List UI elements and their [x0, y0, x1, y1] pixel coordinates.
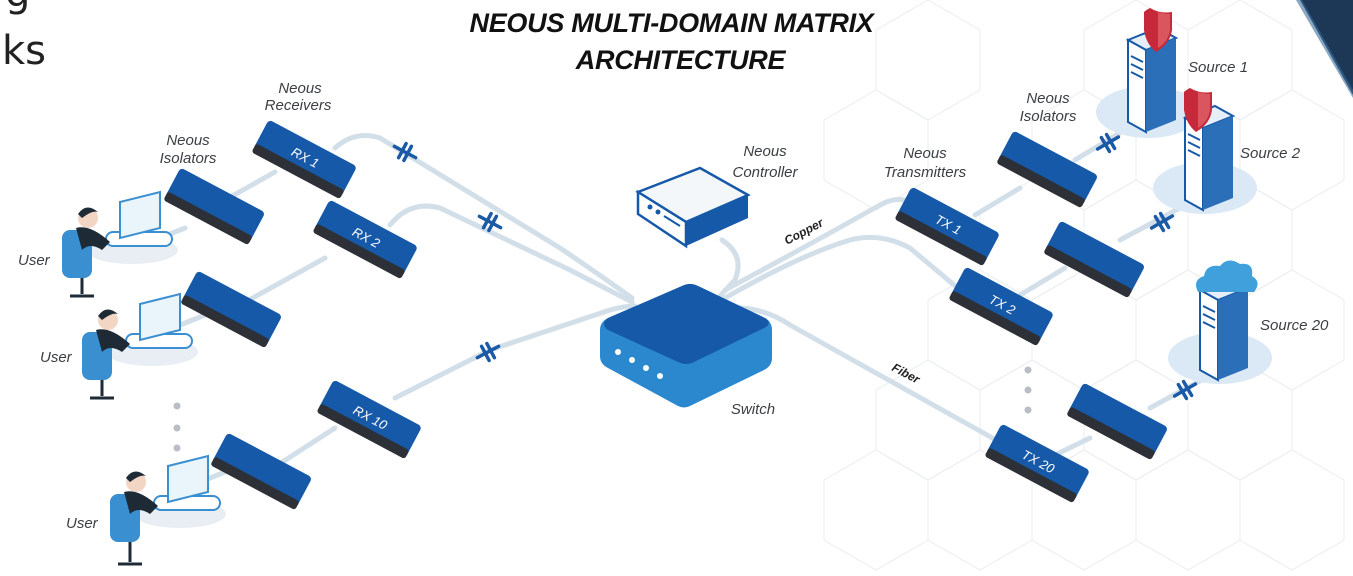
receivers-label: Neous [278, 80, 322, 97]
user-label: User [66, 515, 99, 532]
diagram-title: NEOUS MULTI-DOMAIN MATRIX [469, 8, 874, 38]
cable-controller-switch [717, 237, 741, 299]
hex-background [823, 0, 1345, 571]
transmitters-label: Neous [903, 145, 947, 162]
cable-tx2-isolator2 [1017, 265, 1068, 298]
cable-tx1-isolator1 [972, 185, 1023, 218]
cable-isolator1-rx1 [222, 169, 278, 203]
user-workstation-icon [62, 190, 178, 298]
cable-rx2-switch [387, 203, 635, 305]
rx-device: RX 2 [313, 200, 417, 279]
cropped-heading-fragment: ks [2, 28, 47, 74]
source-label: Source 2 [1240, 145, 1301, 162]
user-label: User [40, 349, 73, 366]
cables [162, 125, 1208, 491]
source-label: Source 1 [1188, 59, 1248, 76]
isolators-left-label: Neous [166, 132, 210, 149]
controller-label: Controller [732, 164, 798, 181]
isolators-left-label: Isolators [160, 150, 217, 167]
cable-rx1-switch [332, 133, 635, 301]
tx-device: TX 1 [895, 187, 999, 266]
cloud-icon [1196, 260, 1258, 292]
fiber-connector-icon [1172, 379, 1198, 401]
fiber-connector-icon [1095, 132, 1121, 154]
user-workstation-icon [110, 454, 226, 566]
isolators-right-label: Neous [1026, 90, 1070, 107]
isolator-device [997, 131, 1097, 208]
isolator-device [164, 168, 264, 245]
transmitters-label: Transmitters [884, 164, 967, 181]
user-workstation-icon [82, 292, 198, 400]
fiber-connector-icon [477, 211, 503, 233]
rx-device: RX 10 [317, 380, 421, 459]
fiber-connector-icon [475, 341, 501, 363]
copper-label: Copper [782, 215, 827, 248]
isolator-device [1044, 221, 1144, 298]
rx-device: RX 1 [252, 120, 356, 199]
cable-isolator2-rx2 [237, 255, 328, 308]
controller-label: Neous [743, 143, 787, 160]
user-label: User [18, 252, 51, 269]
shield-icon [1144, 8, 1172, 52]
isolator-device [1067, 383, 1167, 460]
cable-tx20-isolator3 [1052, 435, 1093, 458]
fiber-connector-icon [1149, 211, 1175, 233]
cropped-heading-fragment: g [5, 0, 30, 16]
receivers-label: Receivers [265, 97, 332, 114]
shield-icon [1184, 88, 1212, 132]
diagram-title: ARCHITECTURE [575, 45, 786, 75]
tx-device: TX 2 [949, 267, 1053, 346]
server-icon [1197, 276, 1251, 382]
isolator-device [211, 433, 311, 510]
fiber-connectors [392, 132, 1198, 401]
switch-label: Switch [731, 401, 775, 418]
fiber-connector-icon [392, 141, 418, 163]
source-label: Source 20 [1260, 317, 1329, 334]
ellipsis-dots [173, 366, 1032, 452]
isolators-right-label: Isolators [1020, 108, 1077, 125]
cable-isolator2-source2 [1117, 205, 1183, 243]
controller-device [635, 166, 751, 249]
isolator-device [181, 271, 281, 348]
tx-device: TX 20 [985, 424, 1089, 503]
cable-switch-tx2 [722, 234, 963, 301]
cable-switch-tx1 [722, 197, 918, 293]
cable-rx10-switch [392, 303, 638, 401]
switch-device [600, 284, 772, 408]
cable-user2-isolator [177, 312, 208, 328]
